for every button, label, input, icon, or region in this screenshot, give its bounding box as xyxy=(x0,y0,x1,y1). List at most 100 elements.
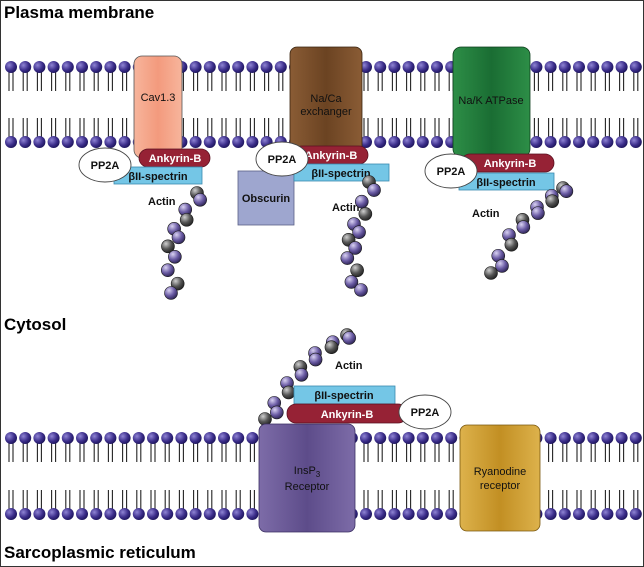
lipid-head xyxy=(374,136,387,148)
lipid-head xyxy=(232,432,245,444)
lipid-head xyxy=(147,432,159,444)
lipid-head xyxy=(61,61,74,73)
naca-exchanger: Na/Ca exchanger xyxy=(289,46,363,154)
actin-bead xyxy=(179,213,194,227)
actin-bead xyxy=(171,230,186,245)
sarcoplasmic-reticulum-label: Sarcoplasmic reticulum xyxy=(4,543,196,562)
lipid-head xyxy=(203,432,216,444)
ryanodine-receptor: Ryanodine receptor xyxy=(459,424,541,532)
actin-bead xyxy=(559,184,574,199)
complex-insp3: Actin βII-spectrin Ankyrin-B PP2A xyxy=(258,328,452,430)
lipid-head xyxy=(587,508,600,520)
lipid-head xyxy=(175,432,188,444)
actin-bead xyxy=(340,251,355,265)
insp3-label-line2: Receptor xyxy=(285,481,330,493)
lipid-head xyxy=(147,508,159,520)
lipid-head xyxy=(76,432,88,444)
actin-bead xyxy=(358,207,373,221)
actin-bead xyxy=(161,239,175,254)
lipid-head xyxy=(232,508,245,520)
lipid-head xyxy=(573,508,585,520)
insp3-receptor: InsP3 Receptor xyxy=(258,423,356,533)
lipid-head xyxy=(132,432,145,444)
actin-bead xyxy=(281,385,296,400)
lipid-head xyxy=(104,432,117,444)
lipid-head xyxy=(573,432,585,444)
lipid-head xyxy=(274,61,287,73)
actin-bead xyxy=(484,266,498,280)
spectrin-3-label: βII-spectrin xyxy=(476,177,536,189)
actin-bead xyxy=(348,241,362,255)
actin-bead xyxy=(531,206,545,220)
lipid-head xyxy=(587,136,600,148)
lipid-head xyxy=(33,432,46,444)
actin-filament-2 xyxy=(340,175,381,297)
lipid-head xyxy=(402,432,415,444)
lipid-head xyxy=(431,136,443,148)
actin-bead xyxy=(294,367,309,382)
actin-bead xyxy=(352,225,366,239)
nak-label: Na/K ATPase xyxy=(458,95,523,107)
actin-bead xyxy=(170,276,185,291)
lipid-head xyxy=(374,61,387,73)
ryanodine-label-line2: receptor xyxy=(480,480,521,492)
lipid-head xyxy=(19,61,32,73)
lipid-head xyxy=(445,508,458,520)
lipid-head xyxy=(629,61,642,73)
actin-filament-1 xyxy=(160,186,207,300)
lipid-head xyxy=(260,61,273,73)
lipid-head xyxy=(5,61,17,73)
actin-bead xyxy=(258,412,272,426)
nak-atpase: Na/K ATPase xyxy=(452,46,531,158)
ryanodine-label-line1: Ryanodine xyxy=(474,466,527,478)
actin-3-label: Actin xyxy=(472,208,500,220)
lipid-head xyxy=(104,136,117,148)
complex-cav13: Ankyrin-B βII-spectrin PP2A Actin xyxy=(78,147,211,300)
lipid-head xyxy=(615,61,628,73)
lipid-head xyxy=(388,61,401,73)
lipid-head xyxy=(161,508,174,520)
lipid-head xyxy=(544,508,557,520)
lipid-head xyxy=(587,432,600,444)
actin-2-label: Actin xyxy=(332,202,360,214)
lipid-head xyxy=(61,136,74,148)
pp2a-3-label: PP2A xyxy=(437,166,466,178)
insp3-label-line1: InsP3 xyxy=(294,465,321,479)
lipid-head xyxy=(33,136,46,148)
lipid-head xyxy=(104,61,117,73)
lipid-head xyxy=(601,508,614,520)
actin-4-label: Actin xyxy=(335,360,363,372)
lipid-head xyxy=(629,136,642,148)
pp2a-1 xyxy=(78,147,132,183)
lipid-head xyxy=(416,61,429,73)
lipid-head xyxy=(189,136,202,148)
plasma-membrane-label: Plasma membrane xyxy=(4,3,155,22)
lipid-head xyxy=(189,61,202,73)
lipid-head xyxy=(629,508,642,520)
lipid-head xyxy=(76,61,88,73)
actin-bead xyxy=(270,405,284,420)
lipid-head xyxy=(118,61,131,73)
actin-bead xyxy=(367,183,381,197)
pp2a-4 xyxy=(398,394,452,430)
lipid-head xyxy=(5,508,17,520)
actin-1-label: Actin xyxy=(148,196,176,208)
actin-bead xyxy=(168,249,182,264)
lipid-head xyxy=(530,61,543,73)
lipid-head xyxy=(558,432,571,444)
lipid-head xyxy=(601,136,614,148)
lipid-head xyxy=(402,136,415,148)
lipid-head xyxy=(33,61,46,73)
lipid-head xyxy=(573,136,585,148)
lipid-head xyxy=(530,136,543,148)
lipid-head xyxy=(615,136,628,148)
cav13-label: Cav1.3 xyxy=(141,92,176,104)
pp2a-2-label: PP2A xyxy=(268,154,297,166)
cav13-channel: Cav1.3 xyxy=(133,55,183,159)
lipid-head xyxy=(218,508,230,520)
lipid-head xyxy=(104,508,117,520)
lipid-head xyxy=(416,432,429,444)
lipid-head xyxy=(19,136,32,148)
pp2a-2 xyxy=(255,141,309,177)
lipid-head xyxy=(218,61,230,73)
